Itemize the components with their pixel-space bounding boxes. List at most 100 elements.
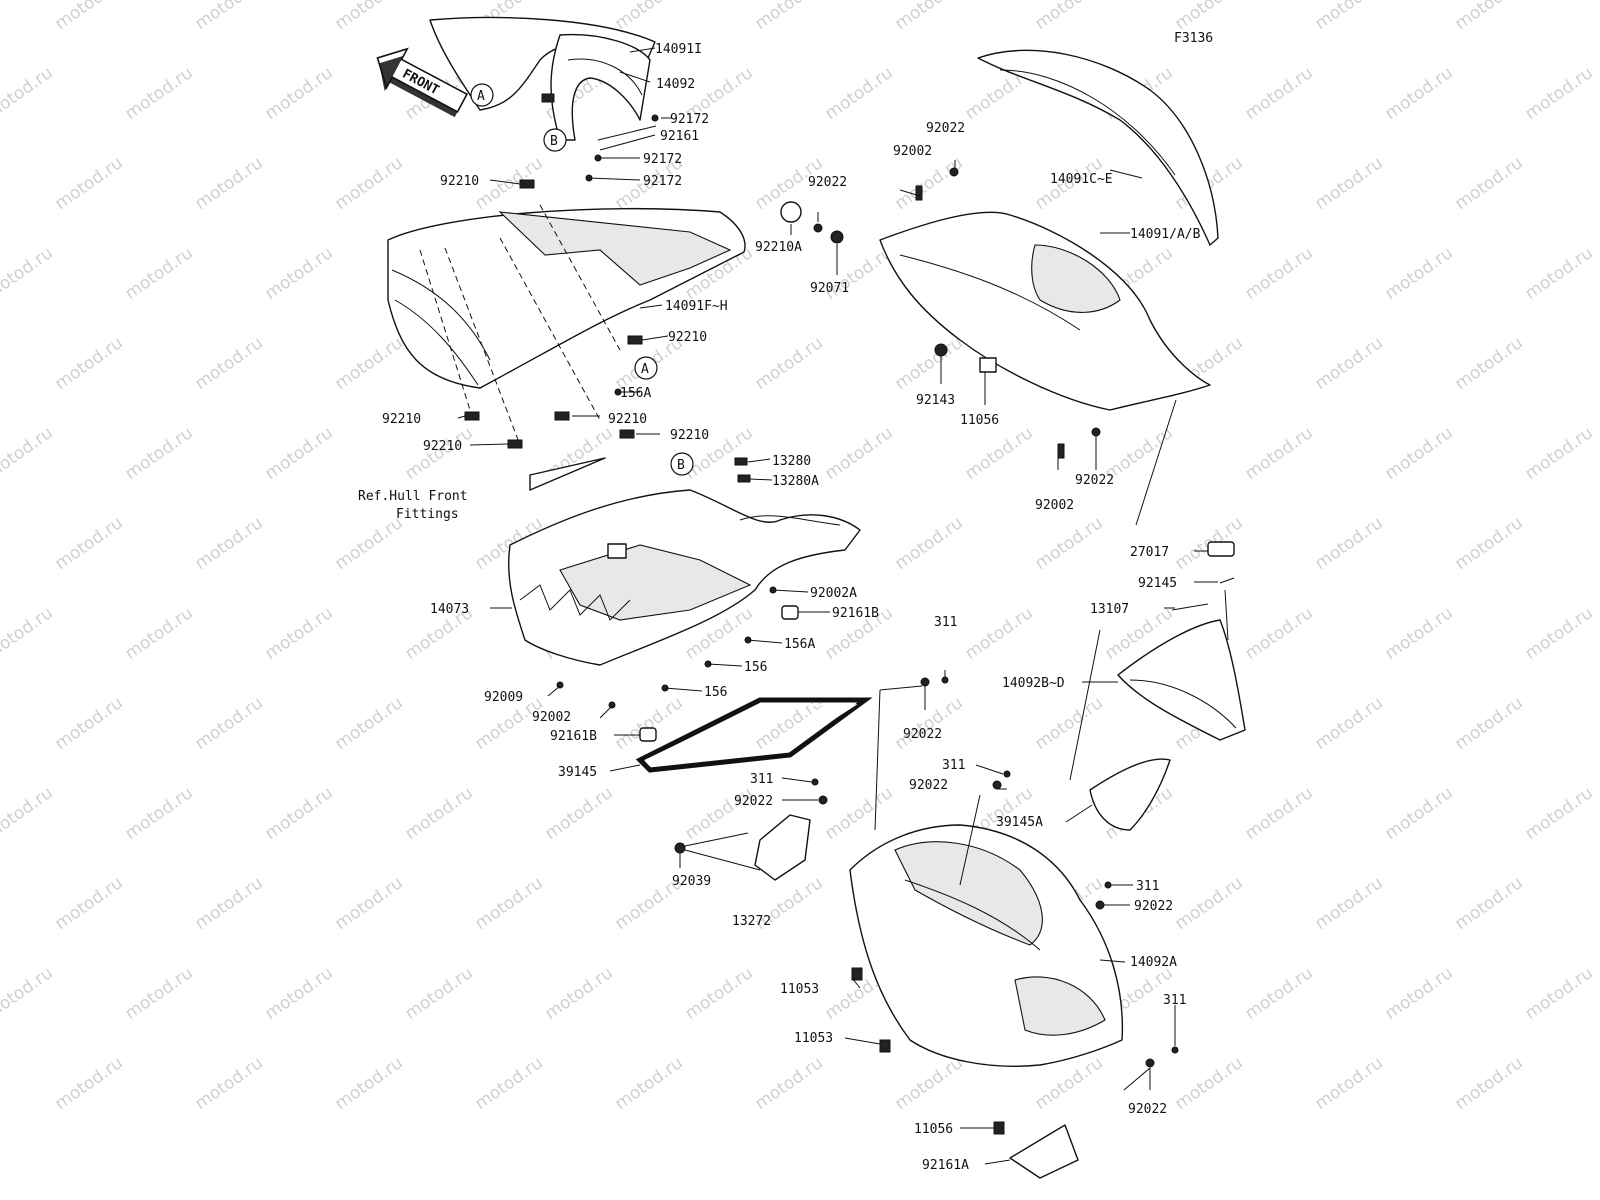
washer-icon <box>949 167 959 177</box>
watermark: motod.ru <box>191 693 266 754</box>
watermark: motod.ru <box>261 783 336 844</box>
part-number-label: 92071 <box>810 281 849 296</box>
top-frame-14092 <box>550 33 651 141</box>
watermark: motod.ru <box>191 1053 266 1114</box>
watermark: motod.ru <box>1451 1053 1526 1114</box>
watermark: motod.ru <box>1521 603 1596 664</box>
watermark: motod.ru <box>261 963 336 1024</box>
watermark: motod.ru <box>191 0 266 34</box>
watermark: motod.ru <box>1241 423 1316 484</box>
part-number-label: 92022 <box>909 778 948 793</box>
part-number-label: 92143 <box>916 393 955 408</box>
clip-icon <box>541 93 555 103</box>
watermark: motod.ru <box>961 423 1036 484</box>
clip-icon <box>554 411 570 421</box>
bracket-icon <box>879 1039 891 1053</box>
watermark: motod.ru <box>191 153 266 214</box>
screw-icon <box>556 681 564 689</box>
watermark: motod.ru <box>121 783 196 844</box>
watermark: motod.ru <box>1311 333 1386 394</box>
grommet-icon <box>830 230 844 244</box>
part-number-label: 14092A <box>1130 955 1177 970</box>
part-number-label: 11056 <box>960 413 999 428</box>
gasket-39145 <box>635 697 873 773</box>
svg-text:A: A <box>477 89 485 104</box>
watermark: motod.ru <box>751 1053 826 1114</box>
svg-text:A: A <box>641 362 649 377</box>
part-number-label: 14091I <box>655 42 702 57</box>
grommet-icon <box>781 605 799 620</box>
watermark: motod.ru <box>1241 603 1316 664</box>
part-number-label: 92002 <box>1035 498 1074 513</box>
watermark: motod.ru <box>541 783 616 844</box>
watermark: motod.ru <box>0 603 57 664</box>
part-number-label: 92172 <box>643 174 682 189</box>
watermark: motod.ru <box>51 513 126 574</box>
bracket-icon <box>993 1121 1005 1135</box>
bracket-icon <box>851 967 863 981</box>
nut-icon <box>934 343 948 357</box>
nut-icon <box>811 778 819 786</box>
clip-icon <box>464 411 480 421</box>
watermark: motod.ru <box>261 243 336 304</box>
watermark: motod.ru <box>1381 423 1456 484</box>
watermark: motod.ru <box>0 783 57 844</box>
nut-icon <box>1003 770 1011 778</box>
watermark: motod.ru <box>331 153 406 214</box>
watermark: motod.ru <box>51 0 126 34</box>
watermark: motod.ru <box>681 963 756 1024</box>
watermark: motod.ru <box>1241 783 1316 844</box>
part-number-label: 92022 <box>903 727 942 742</box>
part-number-label: 92145 <box>1138 576 1177 591</box>
watermark: motod.ru <box>1381 783 1456 844</box>
watermark: motod.ru <box>1171 0 1246 34</box>
part-number-label: 92022 <box>1128 1102 1167 1117</box>
watermark: motod.ru <box>1241 243 1316 304</box>
part-number-label: 311 <box>1136 879 1159 894</box>
leader-lines <box>457 47 1229 1165</box>
plate-13272 <box>754 814 811 881</box>
gasket-39145a <box>1089 758 1171 831</box>
part-number-label: 92022 <box>734 794 773 809</box>
watermark: motod.ru <box>121 63 196 124</box>
part-number-label: 92022 <box>926 121 965 136</box>
part-number-label: 14091/A/B <box>1130 227 1201 242</box>
watermark: motod.ru <box>1451 513 1526 574</box>
storage-bin-assembly <box>507 457 861 742</box>
watermark: motod.ru <box>1451 0 1526 34</box>
part-number-label: 311 <box>942 758 965 773</box>
watermark: motod.ru <box>331 513 406 574</box>
bracket-icon <box>979 357 997 373</box>
part-number-label: 13272 <box>732 914 771 929</box>
clip-icon <box>519 179 535 189</box>
clip-icon <box>737 474 751 483</box>
part-number-label: 92022 <box>808 175 847 190</box>
watermark: motod.ru <box>1311 0 1386 34</box>
clip-icon <box>619 429 635 439</box>
part-number-label: 311 <box>934 615 957 630</box>
watermark: motod.ru <box>191 873 266 934</box>
washer-icon <box>818 795 828 805</box>
watermark: motod.ru <box>751 333 826 394</box>
part-number-label: 92022 <box>1075 473 1114 488</box>
watermark: motod.ru <box>0 963 57 1024</box>
part-number-label: 156 <box>704 685 727 700</box>
watermark: motod.ru <box>891 1053 966 1114</box>
part-number-label: 14092B~D <box>1002 676 1065 691</box>
part-number-label: 27017 <box>1130 545 1169 560</box>
clip-icon <box>507 439 523 449</box>
part-number-label: 92161B <box>550 729 597 744</box>
watermark: motod.ru <box>191 333 266 394</box>
watermark: motod.ru <box>331 1053 406 1114</box>
part-number-label: 92161B <box>832 606 879 621</box>
watermark: motod.ru <box>1311 873 1386 934</box>
watermark: motod.ru <box>0 423 57 484</box>
watermark: motod.ru <box>1031 693 1106 754</box>
watermark: motod.ru <box>121 243 196 304</box>
watermark: motod.ru <box>1451 693 1526 754</box>
watermark: motod.ru <box>261 63 336 124</box>
washer-icon <box>992 780 1002 790</box>
watermark: motod.ru <box>51 693 126 754</box>
nut-icon <box>1104 881 1112 889</box>
watermark: motod.ru <box>961 603 1036 664</box>
